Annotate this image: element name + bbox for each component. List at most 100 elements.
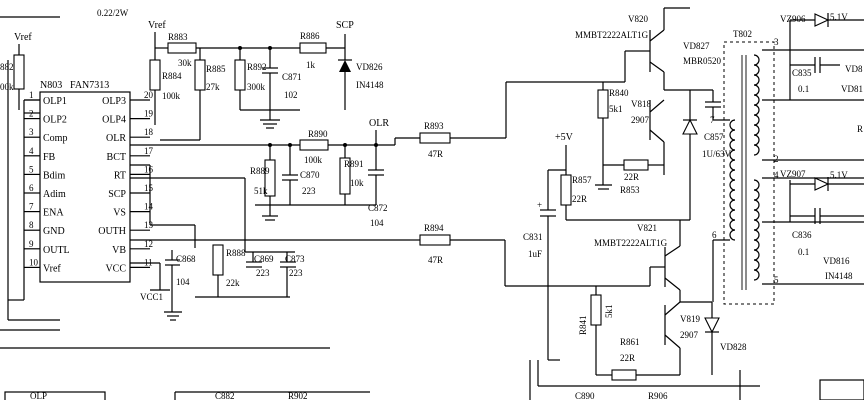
r841-label: R841 (578, 315, 588, 335)
pin6: 6 (712, 230, 717, 240)
c873-label: C873 (285, 254, 305, 264)
r894-label: R894 (424, 223, 444, 233)
c871-value: 102 (284, 90, 298, 100)
transformer-coils (729, 54, 760, 281)
ic-right-pin-name: RT (114, 170, 126, 181)
r889-label: R889 (250, 166, 270, 176)
vd828-label: VD828 (720, 342, 747, 352)
resistor-r894 (419, 234, 451, 246)
c871-label: C871 (282, 72, 302, 82)
ic-right-pin-number: 18 (144, 127, 154, 137)
ic-right-pin-number: 14 (144, 202, 154, 212)
c870-label: C870 (300, 170, 320, 180)
ic-left-pin-number: 7 (29, 202, 34, 212)
r889-value: 51k (254, 186, 268, 196)
olr-label: OLR (369, 118, 389, 129)
r886-value: 1k (306, 60, 316, 70)
zener-vz906 (814, 13, 830, 27)
r-frag: R (857, 124, 863, 134)
c872-value: 104 (370, 218, 384, 228)
r841-value: 5k1 (604, 305, 614, 319)
r853-label: R853 (620, 185, 640, 195)
resistor-r884 (149, 59, 161, 91)
bottom-c882: C882 (215, 391, 235, 400)
ic-left-pin-name: OLP2 (43, 115, 67, 126)
ic-left-pin-number: 9 (29, 239, 34, 249)
r840-label: R840 (609, 88, 629, 98)
c872-label: C872 (368, 203, 388, 213)
r892-label: R892 (247, 62, 267, 72)
r893-label: R893 (424, 121, 444, 131)
ic-body (39, 91, 131, 283)
bottom-olp: OLP (30, 391, 47, 400)
r861-label: R861 (620, 337, 640, 347)
ic-pins: 1OLP12OLP23Comp4FB5Bdim6Adim7ENA8GND9OUT… (24, 90, 154, 274)
r885-label: R885 (206, 64, 226, 74)
v821-part: MMBT2222ALT1G (594, 238, 668, 248)
r888-value: 22k (226, 278, 240, 288)
v821-label: V821 (637, 223, 657, 233)
c831-value: 1uF (528, 249, 542, 259)
ic-left-pin-name: GND (43, 226, 65, 237)
ic-left-pin-number: 8 (29, 220, 34, 230)
c835-value: 0.1 (798, 84, 809, 94)
r857-value: 22R (572, 194, 587, 204)
v819-label: V819 (680, 314, 700, 324)
r857-label: R857 (572, 175, 592, 185)
ic-right-pin-name: OLR (106, 133, 126, 144)
vref-left-label: Vref (14, 32, 32, 43)
r888-label: R888 (226, 248, 246, 258)
scp-label: SCP (336, 20, 354, 31)
r883-value: 30k (178, 58, 192, 68)
vcc1-label: VCC1 (140, 292, 163, 302)
v818-part: 2907 (631, 115, 650, 125)
ic-right-pin-name: VCC (105, 263, 126, 274)
vd816-value: IN4148 (825, 271, 853, 281)
vd826-value: IN4148 (356, 80, 384, 90)
bottom-r906: R906 (648, 391, 668, 400)
transformer-t802 (723, 41, 775, 305)
r893-value: 47R (428, 149, 443, 159)
ic-right-pin-number: 19 (144, 109, 154, 119)
ic-right-pin-number: 20 (144, 90, 154, 100)
ic-left-pin-name: FB (43, 152, 56, 163)
r884-value: 100k (162, 91, 181, 101)
r882-label: 882 (0, 62, 14, 72)
vd8-frag: VD8 (845, 64, 863, 74)
ic-right-pin-number: 12 (144, 239, 153, 249)
t802-label: T802 (733, 29, 752, 39)
c857-label: C857 (704, 132, 724, 142)
resistor-r853 (623, 159, 649, 171)
c836-value: 0.1 (798, 247, 809, 257)
resistor-r882 (13, 54, 25, 90)
diode-vd827 (682, 118, 698, 135)
pin4: 4 (774, 170, 779, 180)
vd81-frag: VD81 (841, 84, 863, 94)
resistor-r883 (167, 42, 197, 54)
c831-plus: + (537, 200, 542, 210)
ic-left-pin-name: OUTL (43, 245, 70, 256)
ic-ref: N803 (40, 80, 62, 91)
vz906-label: VZ906 (780, 14, 806, 24)
vd816-label: VD816 (823, 256, 850, 266)
ic-right-pin-number: 15 (144, 183, 154, 193)
diode-vd828 (704, 317, 720, 334)
pin5: 5 (774, 275, 779, 285)
vz906-value: 5.1V (830, 12, 848, 22)
v820-part: MMBT2222ALT1G (575, 30, 649, 40)
transformer-winding (729, 119, 736, 241)
pin3: 3 (774, 37, 779, 47)
ic-left-pin-name: OLP1 (43, 96, 67, 107)
r853-value: 22R (624, 172, 639, 182)
vz907-label: VZ907 (780, 169, 806, 179)
r861-value: 22R (620, 353, 635, 363)
r890-value: 100k (304, 155, 323, 165)
r885-value: 27k (206, 82, 220, 92)
ic-right-pin-number: 16 (144, 164, 154, 174)
ic-right-pin-number: 13 (144, 220, 154, 230)
c868-value: 104 (176, 277, 190, 287)
vref-top-label: Vref (148, 20, 166, 31)
ic-left-pin-number: 4 (29, 146, 34, 156)
ic-left-pin-number: 6 (29, 183, 34, 193)
